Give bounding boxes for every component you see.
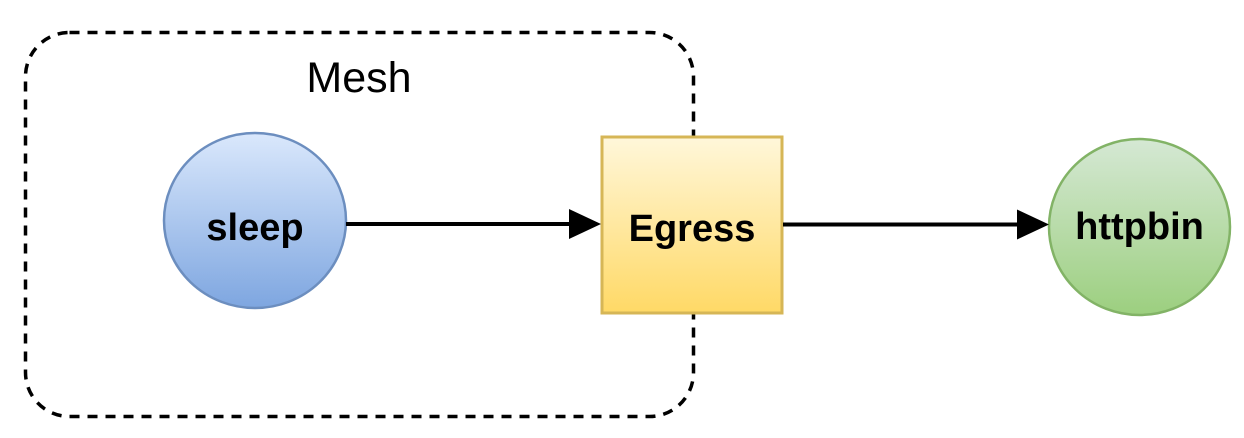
sleep-label: sleep (206, 207, 303, 249)
edge-egress-to-httpbin (783, 209, 1049, 240)
mesh-label: Mesh (306, 54, 411, 102)
egress-rect (600, 135, 784, 315)
sleep-node: sleep (162, 131, 348, 310)
egress-node: Egress (600, 135, 784, 315)
edge-sleep-to-egress-arrowhead-icon (569, 209, 601, 239)
sleep-ellipse (162, 131, 348, 310)
httpbin-ellipse (1047, 137, 1232, 317)
edge-egress-to-httpbin-arrowhead-icon (1017, 209, 1049, 240)
egress-label: Egress (629, 208, 756, 250)
httpbin-label: httpbin (1075, 206, 1204, 248)
httpbin-node: httpbin (1047, 137, 1232, 317)
edge-sleep-to-egress (346, 209, 601, 239)
